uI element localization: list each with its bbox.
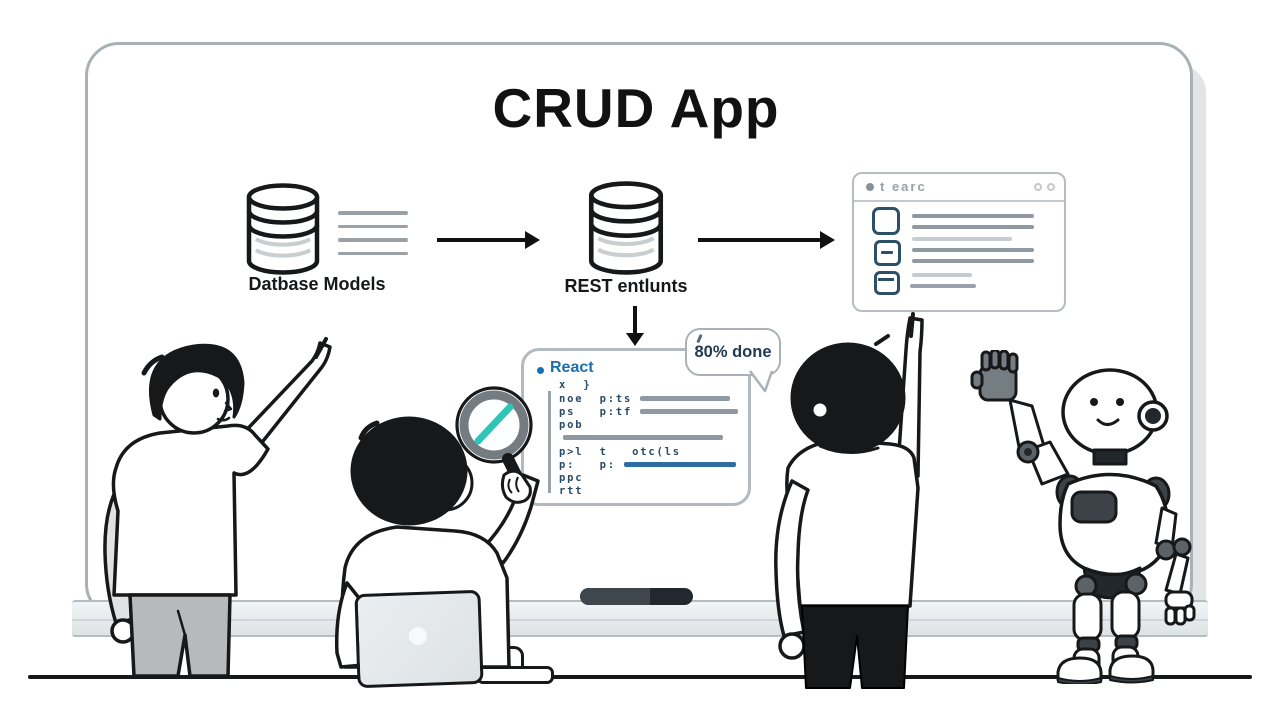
code-bar <box>563 435 723 440</box>
laptop <box>354 589 484 689</box>
code-bar <box>623 462 736 467</box>
code-line: p>l t otc(ls <box>559 445 681 458</box>
person-pointing-left <box>103 337 332 678</box>
speech-bubble: 80% done <box>685 328 781 376</box>
code-line: x } <box>559 378 592 391</box>
code-line: ps p:tf <box>559 405 739 418</box>
browser-header: t earc <box>854 174 1064 202</box>
code-line <box>559 431 723 444</box>
code-panel: React x } noe p:ts ps p:tf pob p>l t otc… <box>521 348 751 506</box>
marker-cap <box>580 588 651 605</box>
database-label: Datbase Models <box>248 274 386 294</box>
browser-url-text: t earc <box>880 179 927 194</box>
api-label: REST entlunts <box>564 276 688 296</box>
dot-icon <box>866 183 874 191</box>
page-title: CRUD App <box>492 77 780 139</box>
text-line <box>912 214 1034 218</box>
api-database-icon <box>588 181 664 275</box>
window-topbar-icon <box>878 278 894 281</box>
magnifier-icon <box>455 386 533 504</box>
text-line <box>910 284 976 288</box>
arrow-down-icon <box>626 306 644 346</box>
arrow-right-icon <box>698 230 835 249</box>
code-line: rtt <box>559 484 584 497</box>
window-box-icon <box>874 271 900 295</box>
text-line <box>912 237 1012 241</box>
text-line <box>912 248 1034 252</box>
robot-hand <box>970 350 1019 402</box>
text-line <box>912 225 1034 229</box>
code-line: pob <box>559 418 584 431</box>
circle-icon <box>1034 183 1042 191</box>
code-panel-language: React <box>550 359 594 376</box>
code-line: ppc <box>559 471 584 484</box>
text-line <box>912 273 972 277</box>
dash-icon <box>881 251 893 254</box>
code-bar <box>640 409 739 414</box>
speech-bubble-text: 80% done <box>694 342 772 361</box>
whiteboard-tray <box>72 600 1208 637</box>
person-pointing-right <box>774 312 924 689</box>
laptop-logo-icon <box>408 626 428 646</box>
arrow-right-icon <box>437 230 540 249</box>
tray-edge <box>72 619 1208 621</box>
model-lines-icon <box>338 211 408 265</box>
whiteboard <box>85 42 1193 618</box>
react-bullet-icon <box>537 367 544 374</box>
indent-guide <box>548 391 551 493</box>
code-line: noe p:ts <box>559 392 731 405</box>
speech-bubble-tail <box>749 370 774 393</box>
browser-window: t earc <box>852 172 1066 312</box>
text-line <box>912 259 1034 263</box>
floor-line <box>28 675 1252 679</box>
robot <box>970 350 1196 684</box>
dash-box-icon <box>874 240 901 266</box>
code-bar <box>640 396 731 401</box>
code-line: p: p: <box>559 458 736 471</box>
database-icon <box>246 183 320 275</box>
circle-icon <box>1047 183 1055 191</box>
marker <box>580 588 693 605</box>
checkbox-icon <box>872 207 900 235</box>
